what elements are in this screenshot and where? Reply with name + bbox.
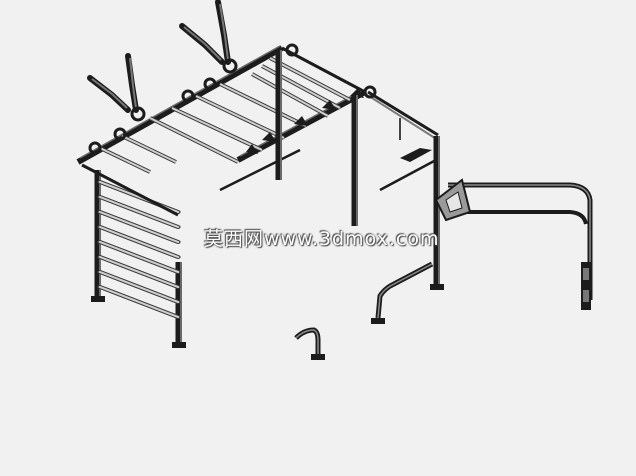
- top-frame: [76, 45, 439, 192]
- ladder-rungs: [100, 182, 178, 317]
- watermark-text: 莫西网www.3dmox.com: [204, 228, 440, 250]
- floor-post: [294, 327, 325, 360]
- multi-grip-handles: [87, 0, 377, 155]
- uprights: [275, 50, 444, 290]
- curved-bar: [371, 261, 434, 324]
- wall-ladder: [81, 163, 186, 348]
- cable-arm: [434, 178, 593, 310]
